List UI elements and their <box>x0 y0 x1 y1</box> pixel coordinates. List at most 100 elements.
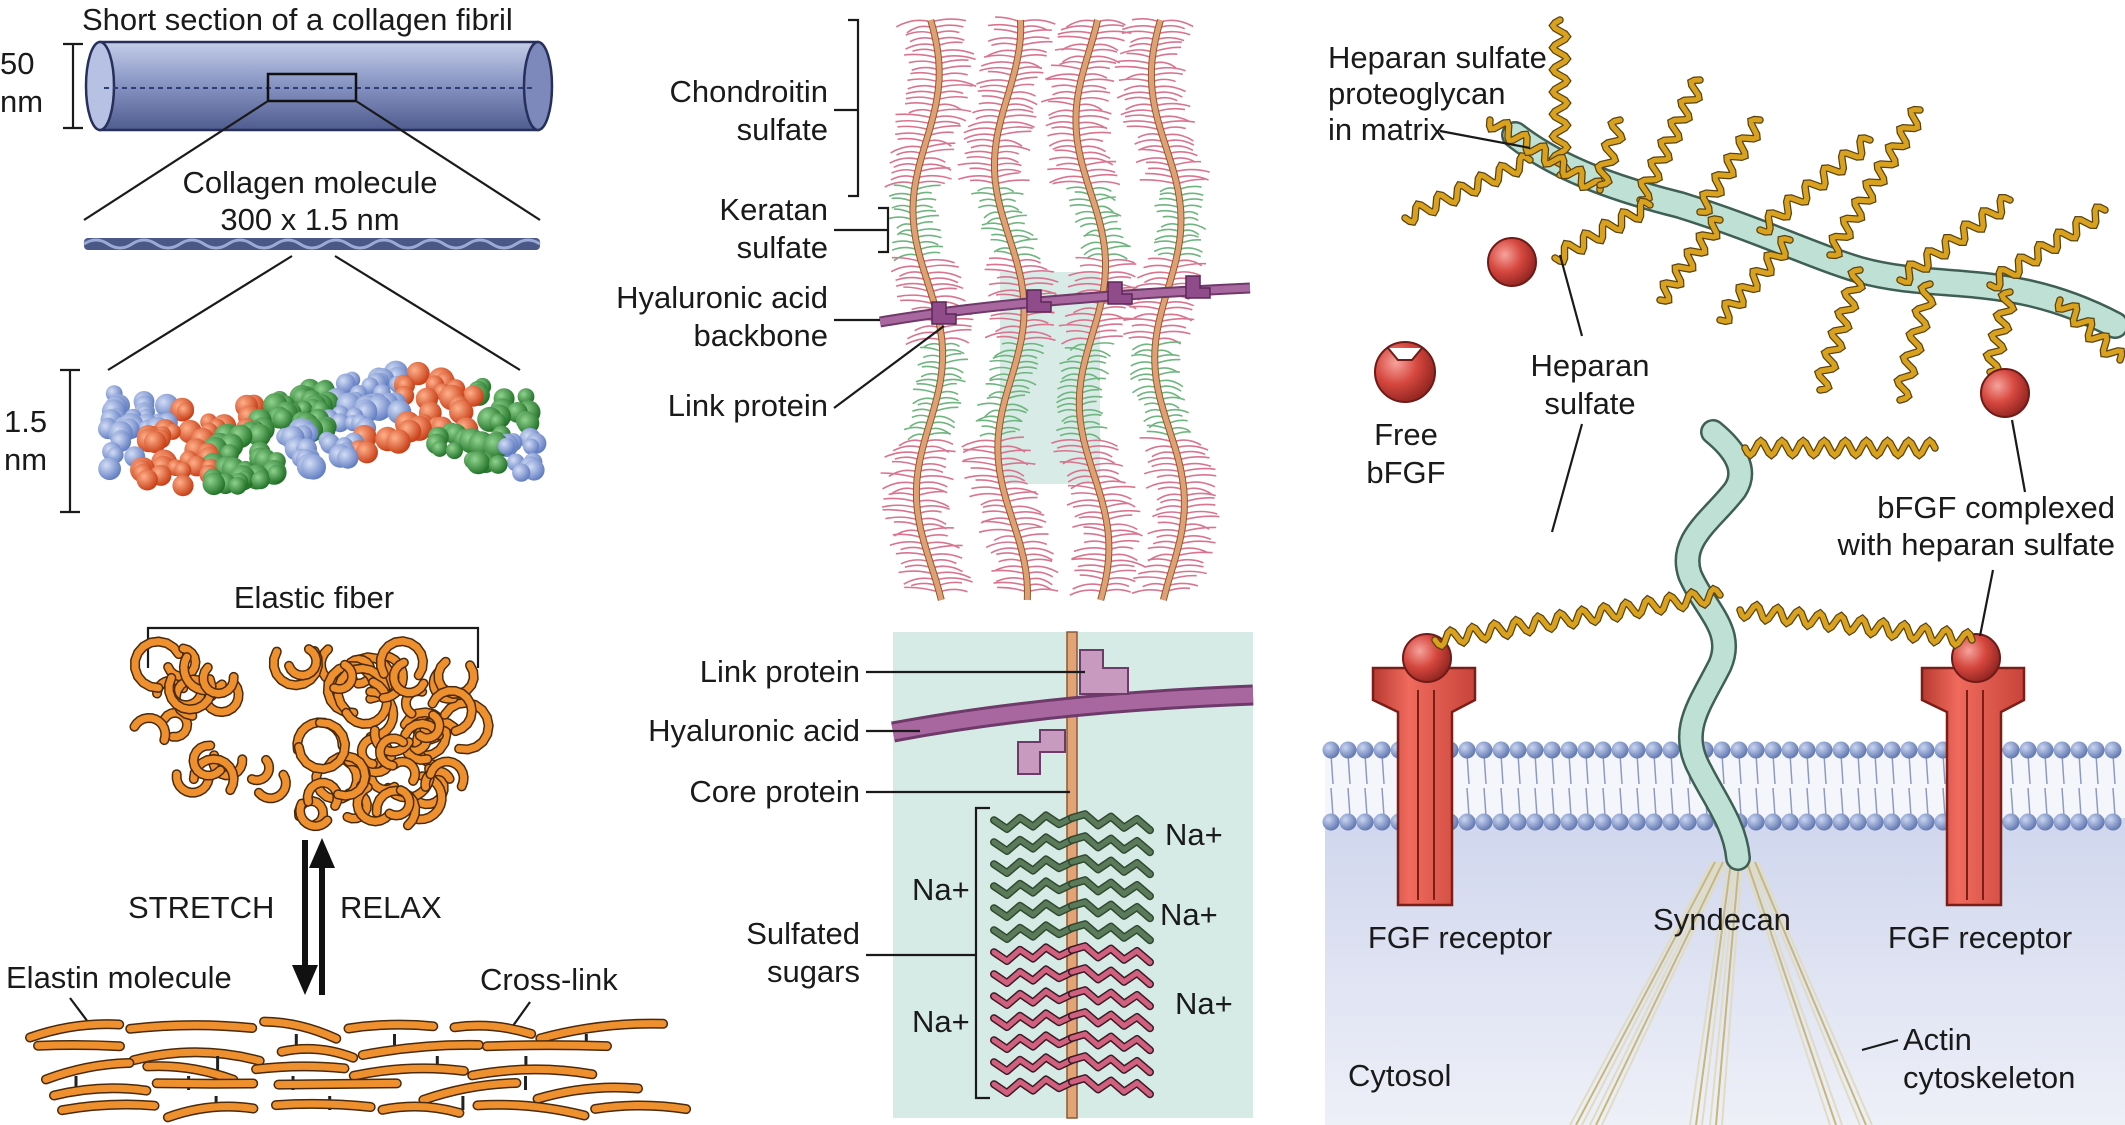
heparan-sulfate-chain <box>2055 297 2125 363</box>
chondroitin-sulfate-chain <box>994 172 1020 179</box>
lipid-head <box>1475 813 1493 831</box>
collagen-atom <box>488 455 508 474</box>
chondroitin-sulfate-chain <box>1120 109 1157 116</box>
keratan-sulfate-chain <box>1154 203 1181 209</box>
chondroitin-sulfate-chain <box>1103 502 1130 509</box>
lipid-tail <box>1806 753 1810 785</box>
lipid-head <box>1747 741 1765 759</box>
elastin-molecule <box>468 1065 596 1079</box>
chondroitin-sulfate-chain <box>1152 91 1183 98</box>
keratan-sulfate-chain <box>1154 235 1181 241</box>
lipid-head <box>1900 741 1918 759</box>
chondroitin-sulfate-chain <box>1151 78 1176 83</box>
chondroitin-sulfate-chain <box>964 474 1002 479</box>
chondroitin-sulfate-chain <box>1173 168 1210 173</box>
chondroitin-sulfate-chain <box>1025 565 1059 574</box>
chondroitin-sulfate-chain <box>1172 271 1202 277</box>
chondroitin-sulfate-chain <box>1147 546 1178 551</box>
chondroitin-sulfate-chain <box>1045 121 1077 127</box>
chondroitin-sulfate-chain <box>961 460 1000 467</box>
lipid-tail <box>1551 753 1555 785</box>
chondroitin-sulfate-chain <box>939 324 972 329</box>
chondroitin-sulfate-chain <box>994 168 1022 173</box>
chondroitin-sulfate-chain <box>1184 497 1215 503</box>
chondroitin-sulfate-chain <box>963 456 999 462</box>
chondroitin-sulfate-chain <box>938 59 969 65</box>
collagen-atom <box>136 469 158 491</box>
lipid-head <box>1475 741 1493 759</box>
elastin-coil <box>386 786 413 820</box>
chondroitin-sulfate-chain <box>1077 138 1104 143</box>
lipid-head <box>1322 813 1340 831</box>
detail-core-protein-label: Core protein <box>689 774 860 809</box>
lipid-tail <box>1347 787 1351 817</box>
lipid-tail <box>1602 787 1606 817</box>
chondroitin-sulfate-chain <box>898 570 935 575</box>
hyaluronic-backbone-label-1: Hyaluronic acid <box>616 280 828 315</box>
lipid-tail <box>1517 753 1521 785</box>
elastin-molecule <box>260 1018 340 1043</box>
chondroitin-sulfate-chain <box>896 294 933 299</box>
collagen-atom <box>172 475 194 497</box>
fgf-receptor-label-left: FGF receptor <box>1368 920 1552 955</box>
chondroitin-sulfate-chain <box>978 102 1005 107</box>
chondroitin-sulfate-chain <box>905 30 935 36</box>
lipid-head <box>1492 813 1510 831</box>
chondroitin-sulfate-chain <box>1124 96 1154 101</box>
lipid-head <box>1696 813 1714 831</box>
chondroitin-sulfate-chain <box>1147 529 1182 535</box>
actin-cytoskeleton <box>1569 861 1873 1125</box>
molecule-diameter-unit: nm <box>4 442 47 477</box>
elastic-panel: Elastic fiber STRETCH RELAX Elastin mole… <box>6 580 692 1123</box>
chondroitin-sulfate-chain <box>1136 271 1173 279</box>
lipid-tail <box>2027 753 2031 785</box>
chondroitin-sulfate-chain <box>938 72 968 77</box>
chondroitin-sulfate-chain <box>1155 36 1185 42</box>
chondroitin-sulfate-chain <box>888 492 917 497</box>
sulfated-sugars-label-2: sugars <box>767 954 860 989</box>
cross-link-label: Cross-link <box>480 962 618 997</box>
lipid-tail <box>1789 787 1793 817</box>
elastin-molecule <box>378 1103 463 1117</box>
chondroitin-sulfate-chain <box>910 71 940 77</box>
bfgf-bound-matrix-left <box>1487 237 1537 287</box>
lipid-head <box>1322 741 1340 759</box>
keratan-sulfate-chain <box>915 234 942 239</box>
elastin-molecule-label: Elastin molecule <box>6 960 232 995</box>
elastin-molecule <box>534 1083 642 1103</box>
elastin-coil <box>255 771 290 802</box>
keratan-sulfate-chain <box>1154 354 1180 359</box>
chondroitin-sulfate-chain <box>1180 467 1216 473</box>
relax-label: RELAX <box>340 890 442 925</box>
collagen-atom <box>177 402 194 420</box>
elastin-molecule <box>126 1021 256 1033</box>
chondroitin-sulfate-chain <box>904 101 936 107</box>
chondroitin-sulfate-chain <box>1157 521 1183 527</box>
sulfated-sugar <box>991 856 1075 876</box>
stretch-label: STRETCH <box>128 890 274 925</box>
sulfated-sugar <box>1069 921 1153 943</box>
lipid-tail <box>1364 787 1368 817</box>
chondroitin-sulfate-chain <box>930 120 961 126</box>
lipid-head <box>2002 813 2020 831</box>
chondroitin-sulfate-chain <box>1096 480 1126 485</box>
lipid-tail <box>1585 753 1589 785</box>
free-bfgf <box>1374 341 1436 403</box>
heparan-sulfate-label-1: Heparan <box>1531 348 1650 383</box>
actin-label-1: Actin <box>1903 1022 1972 1057</box>
elastin-molecule <box>278 1045 357 1062</box>
actin-label-2: cytoskeleton <box>1903 1060 2075 1095</box>
chondroitin-sulfate-chain <box>1077 564 1108 569</box>
keratan-sulfate-chain <box>1178 192 1204 197</box>
chondroitin-sulfate-chain <box>1047 109 1077 117</box>
chondroitin-sulfate-chain <box>1139 178 1177 185</box>
lipid-tail <box>1381 787 1385 817</box>
chondroitin-sulfate-chain <box>929 124 961 131</box>
chondroitin-sulfate-chain <box>1171 160 1202 167</box>
chondroitin-sulfate-chain <box>970 144 996 149</box>
chondroitin-sulfate-chain <box>1144 564 1173 569</box>
chondroitin-sulfate-chain <box>1152 540 1180 545</box>
chondroitin-sulfate-chain <box>916 475 954 481</box>
lipid-head <box>2036 741 2054 759</box>
